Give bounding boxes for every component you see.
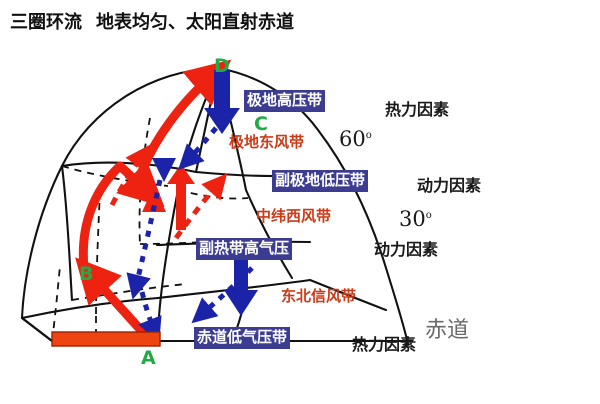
blue-dotted-arrows [126, 126, 254, 343]
factor-dynamic-subpolar: 动力因素 [417, 176, 482, 195]
point-label-b: B [79, 263, 94, 285]
label-text: 副热带高气压 [199, 239, 290, 257]
label-text: 极地高压带 [247, 91, 323, 109]
point-label-c: C [254, 113, 268, 135]
title-sub: 地表均匀、太阳直射赤道 [96, 12, 294, 33]
equator-label: 赤道 [425, 318, 470, 343]
degree-icon: o [425, 210, 432, 221]
pressure-belt-equatorial-low[interactable]: 赤道低气压带 [194, 327, 291, 349]
latitude-value: 60 [339, 127, 366, 151]
title-main: 三圈环流 [10, 12, 82, 33]
red-dashed-arrows [109, 144, 228, 240]
red-ascending-arrows [142, 164, 195, 230]
label-text: 副极地低压带 [275, 171, 366, 189]
equator-heat-bar [51, 331, 161, 347]
latitude-value: 30 [399, 207, 426, 231]
label-text: 赤道低气压带 [197, 328, 288, 346]
factor-thermal-polar: 热力因素 [385, 100, 450, 119]
pressure-belt-polar-high[interactable]: 极地高压带 [244, 90, 326, 112]
point-label-a: A [141, 347, 156, 369]
pressure-belt-subtropical-high[interactable]: 副热带高气压 [196, 238, 293, 260]
wind-belt-westerlies: 中纬西风带 [256, 207, 332, 225]
point-label-d: D [214, 55, 230, 77]
wind-belt-polar-easterlies: 极地东风带 [229, 133, 305, 151]
wind-belt-ne-trades: 东北信风带 [281, 287, 357, 305]
blue-descending-arrows [152, 70, 258, 316]
latitude-60-label: 60o [339, 127, 372, 151]
degree-icon: o [365, 130, 372, 141]
latitude-30-label: 30o [399, 207, 432, 231]
page-title: 三圈环流地表均匀、太阳直射赤道 [10, 8, 294, 34]
factor-thermal-equatorial: 热力因素 [352, 335, 417, 354]
pressure-belt-subpolar-low[interactable]: 副极地低压带 [272, 170, 369, 192]
factor-dynamic-subtropical: 动力因素 [374, 240, 439, 259]
